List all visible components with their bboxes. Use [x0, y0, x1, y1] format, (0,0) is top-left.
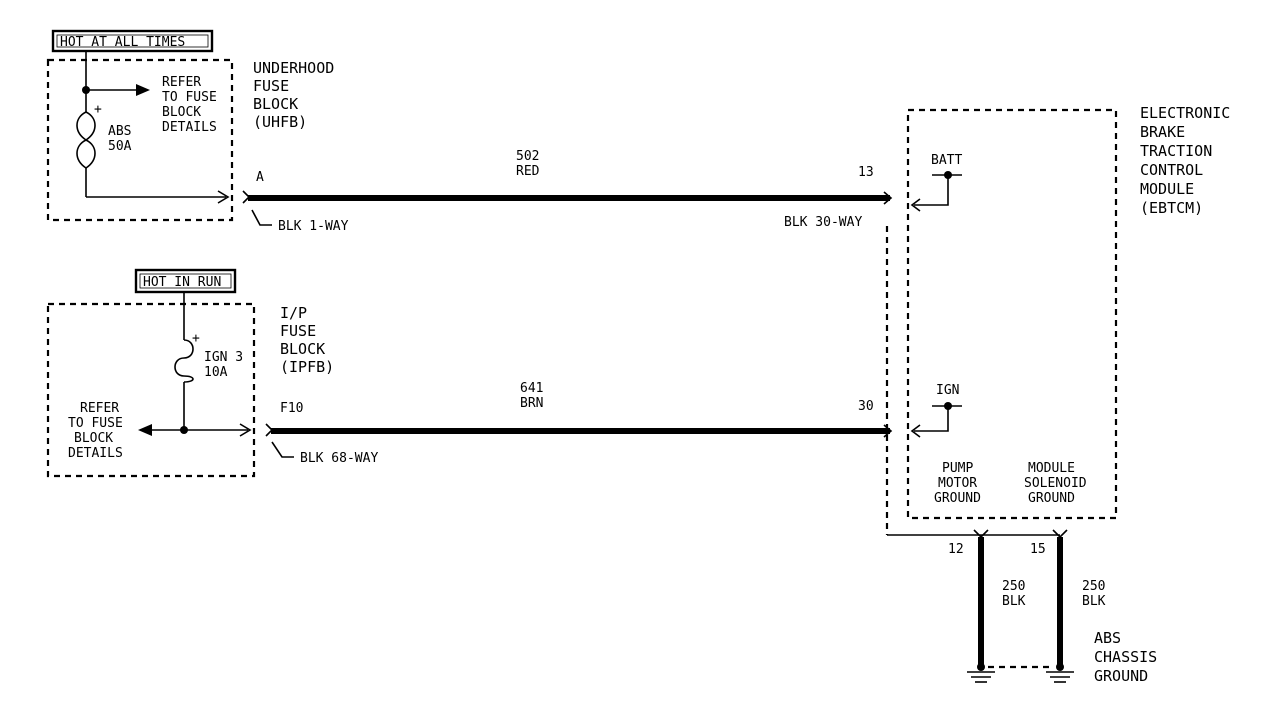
abs-fuse-rating: 50A — [108, 139, 132, 154]
svg-text:CONTROL: CONTROL — [1140, 161, 1203, 179]
svg-text:BLOCK: BLOCK — [253, 95, 298, 113]
uhfb-title: UNDERHOOD FUSE BLOCK (UHFB) — [253, 59, 334, 131]
svg-text:BLOCK: BLOCK — [74, 431, 113, 446]
svg-text:FUSE: FUSE — [253, 77, 289, 95]
wire-pin12-color: BLK — [1002, 594, 1026, 609]
svg-text:GROUND: GROUND — [1094, 667, 1148, 685]
wire-pin12-circuit: 250 — [1002, 579, 1025, 594]
ipfb-refer-arrow-icon — [138, 424, 152, 436]
svg-text:CHASSIS: CHASSIS — [1094, 648, 1157, 666]
hot-in-run-label: HOT IN RUN — [134, 268, 237, 294]
ebtcm-pin-13: 13 — [858, 165, 874, 180]
uhfb-connector: BLK 1-WAY — [278, 219, 349, 234]
wire-502-color: RED — [516, 164, 540, 179]
hot-at-all-times-label: HOT AT ALL TIMES — [51, 29, 214, 53]
svg-text:GROUND: GROUND — [934, 491, 981, 506]
module-solenoid-ground-label: MODULE SOLENOID GROUND — [1024, 461, 1087, 506]
svg-text:REFER: REFER — [80, 401, 119, 416]
svg-text:BRAKE: BRAKE — [1140, 123, 1185, 141]
ebtcm-pin-30: 30 — [858, 399, 874, 414]
svg-text:UNDERHOOD: UNDERHOOD — [253, 59, 334, 77]
wire-641-circuit: 641 — [520, 381, 543, 396]
ebtcm-batt-label: BATT — [931, 153, 962, 168]
pump-motor-ground-label: PUMP MOTOR GROUND — [934, 461, 981, 506]
svg-text:PUMP: PUMP — [942, 461, 973, 476]
abs-chassis-ground-label: ABS CHASSIS GROUND — [1094, 629, 1157, 685]
svg-text:REFER: REFER — [162, 75, 201, 90]
svg-text:DETAILS: DETAILS — [68, 446, 123, 461]
svg-text:TRACTION: TRACTION — [1140, 142, 1212, 160]
svg-text:FUSE: FUSE — [280, 322, 316, 340]
svg-text:GROUND: GROUND — [1028, 491, 1075, 506]
svg-text:MODULE: MODULE — [1028, 461, 1075, 476]
ebtcm-ign-label: IGN — [936, 383, 959, 398]
svg-text:HOT IN RUN: HOT IN RUN — [143, 275, 221, 290]
wire-502-circuit: 502 — [516, 149, 539, 164]
svg-text:SOLENOID: SOLENOID — [1024, 476, 1087, 491]
ign3-fuse-rating: 10A — [204, 365, 228, 380]
svg-text:HOT AT ALL TIMES: HOT AT ALL TIMES — [60, 35, 185, 50]
wire-641-color: BRN — [520, 396, 543, 411]
svg-text:I/P: I/P — [280, 304, 307, 322]
ipfb-box — [46, 302, 256, 478]
ebtcm-box — [906, 108, 1118, 520]
wire-pin15-circuit: 250 — [1082, 579, 1105, 594]
svg-text:DETAILS: DETAILS — [162, 120, 217, 135]
ipfb-terminal-f10: F10 — [280, 401, 303, 416]
abs-fuse-name: ABS — [108, 124, 131, 139]
uhfb-refer-text: REFER TO FUSE BLOCK DETAILS — [162, 75, 217, 135]
svg-text:ELECTRONIC: ELECTRONIC — [1140, 104, 1230, 122]
svg-text:TO FUSE: TO FUSE — [162, 90, 217, 105]
svg-text:+: + — [94, 102, 102, 117]
ign3-fuse-icon: + — [174, 331, 200, 383]
ign3-fuse-name: IGN 3 — [204, 350, 243, 365]
wire-pin15-color: BLK — [1082, 594, 1106, 609]
svg-text:MODULE: MODULE — [1140, 180, 1194, 198]
svg-text:+: + — [192, 331, 200, 346]
ground-symbol-icon — [967, 663, 995, 683]
svg-text:(UHFB): (UHFB) — [253, 113, 307, 131]
ipfb-title: I/P FUSE BLOCK (IPFB) — [280, 304, 334, 376]
svg-text:MOTOR: MOTOR — [938, 476, 977, 491]
svg-text:ABS: ABS — [1094, 629, 1121, 647]
uhfb-terminal-a: A — [256, 170, 264, 185]
svg-text:(EBTCM): (EBTCM) — [1140, 199, 1203, 217]
ebtcm-connector: BLK 30-WAY — [784, 215, 862, 230]
svg-text:TO FUSE: TO FUSE — [68, 416, 123, 431]
ebtcm-pin-15: 15 — [1030, 542, 1046, 557]
ebtcm-pin-12: 12 — [948, 542, 964, 557]
svg-text:BLOCK: BLOCK — [280, 340, 325, 358]
uhfb-box — [46, 58, 234, 222]
ipfb-connector: BLK 68-WAY — [300, 451, 378, 466]
ipfb-refer-text: REFER TO FUSE BLOCK DETAILS — [68, 401, 123, 461]
ground-symbol-icon — [1046, 663, 1074, 683]
svg-text:(IPFB): (IPFB) — [280, 358, 334, 376]
ebtcm-title: ELECTRONIC BRAKE TRACTION CONTROL MODULE… — [1140, 104, 1230, 217]
abs-fuse-icon: + — [76, 102, 102, 169]
refer-arrow-icon — [136, 84, 150, 96]
svg-text:BLOCK: BLOCK — [162, 105, 201, 120]
